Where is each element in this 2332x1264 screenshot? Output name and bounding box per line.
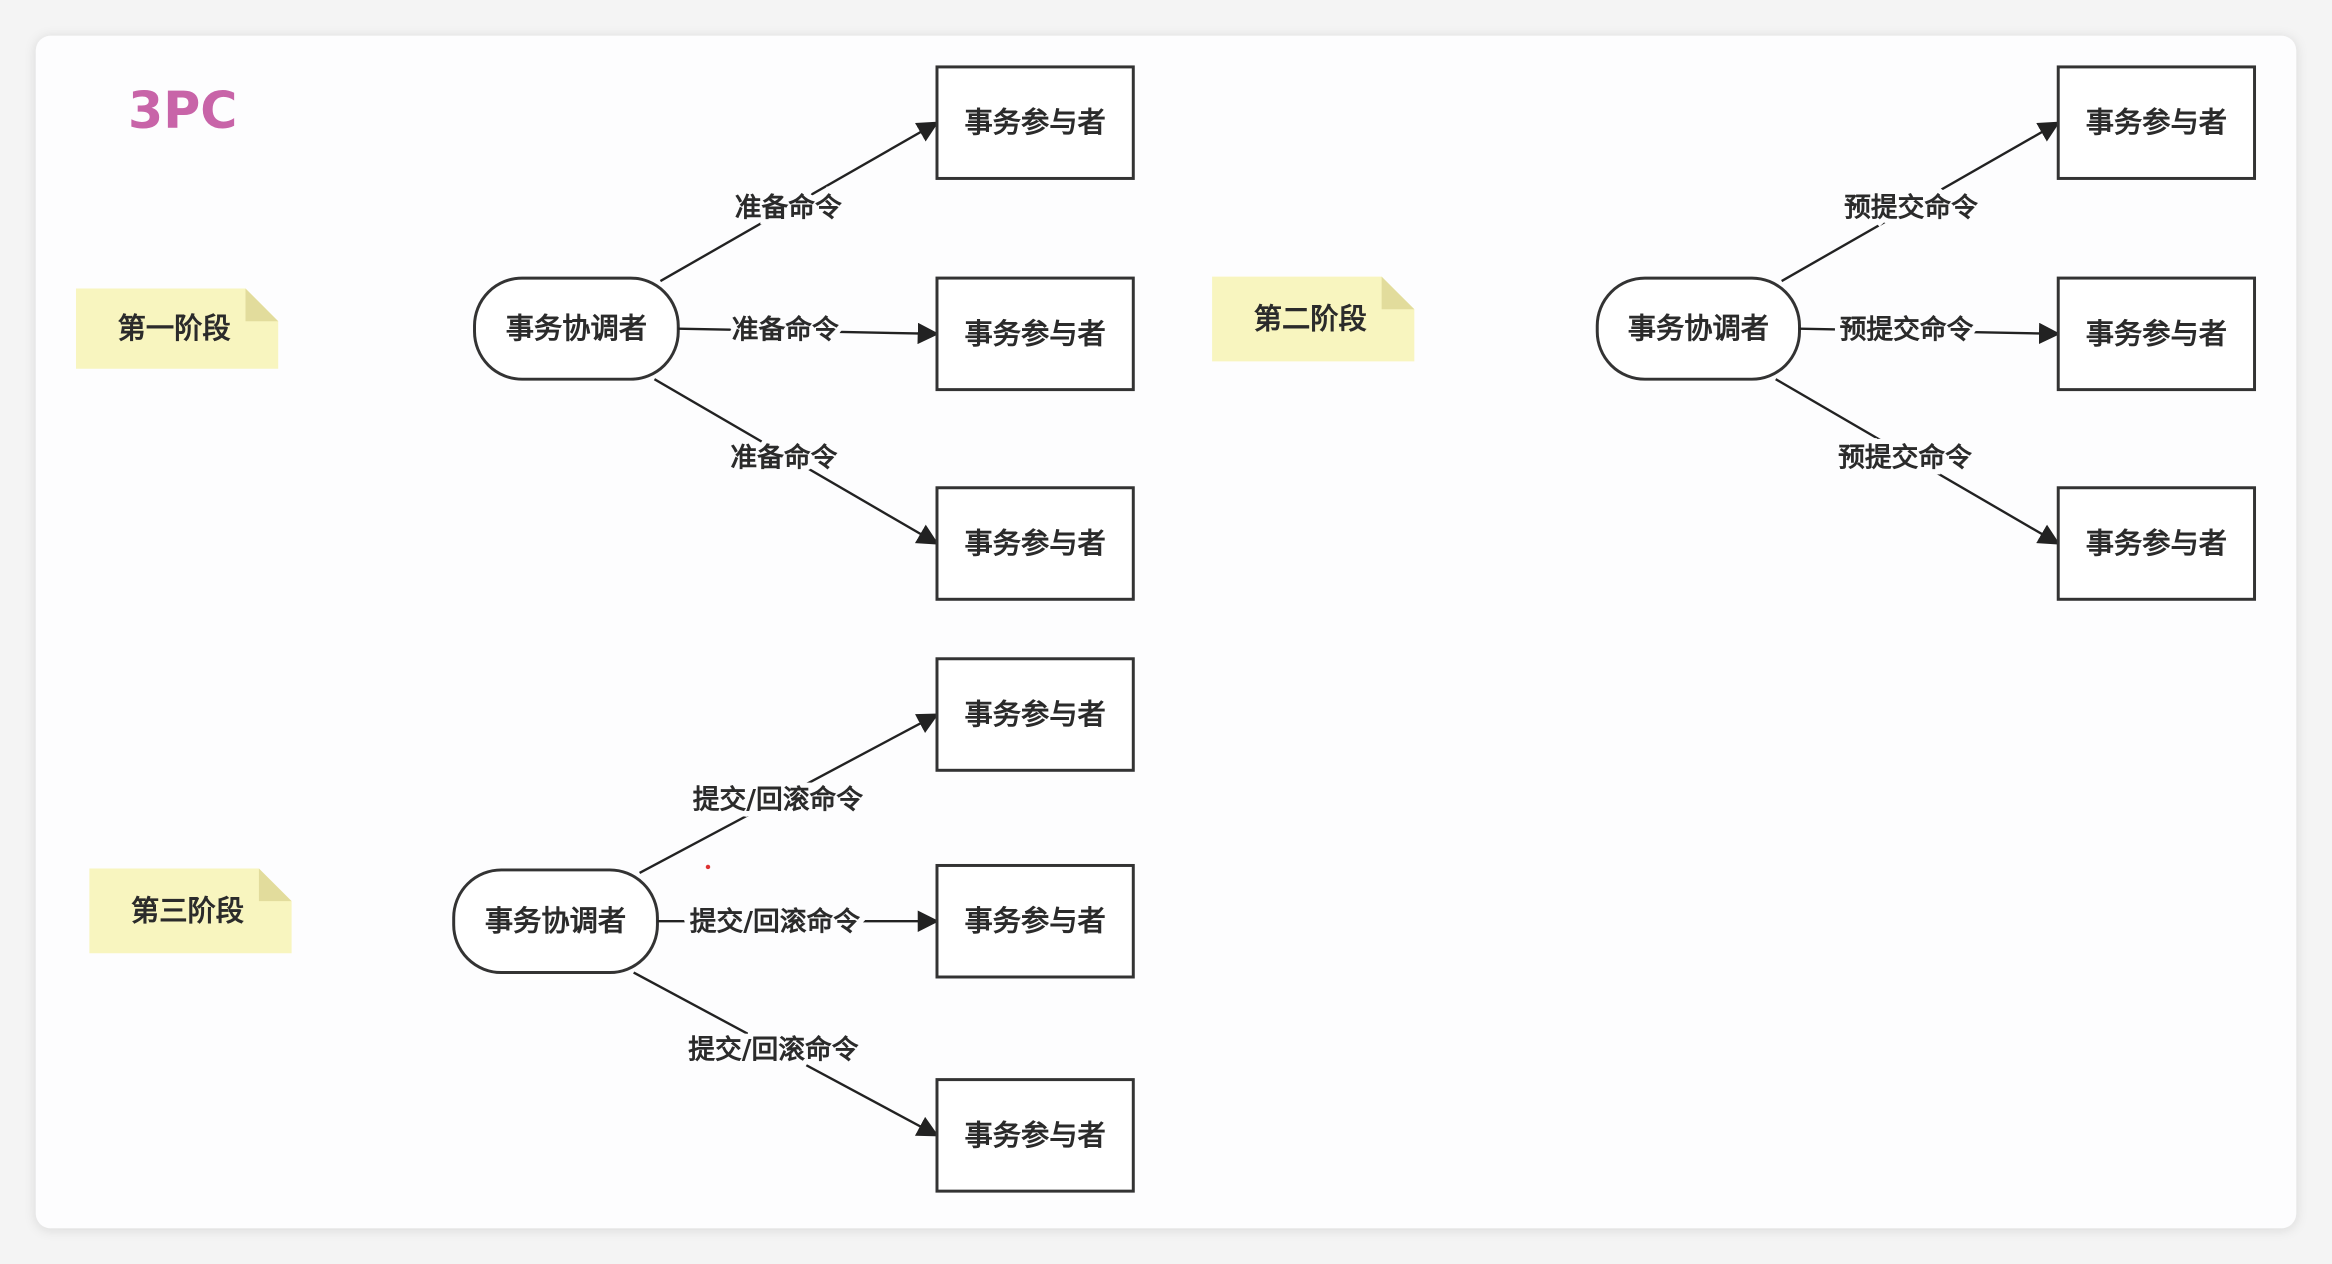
participant-label: 事务参与者 bbox=[965, 698, 1106, 731]
command-label: 提交/回滚命令 bbox=[693, 784, 864, 816]
command-arrow bbox=[659, 121, 939, 283]
participant-label: 事务参与者 bbox=[965, 1119, 1106, 1152]
phase-note-label: 第一阶段 bbox=[118, 312, 232, 345]
phase-note: 第一阶段 bbox=[75, 288, 279, 369]
command-label: 预提交命令 bbox=[1840, 314, 1974, 346]
phase-1: 第一阶段事务协调者准备命令事务参与者准备命令事务参与者准备命令事务参与者 bbox=[75, 65, 1135, 601]
participant-node: 事务参与者 bbox=[2056, 65, 2257, 180]
participant-node: 事务参与者 bbox=[935, 65, 1135, 180]
command-arrow bbox=[1781, 121, 2061, 283]
phase-note-label: 第二阶段 bbox=[1254, 302, 1368, 335]
coordinator-node: 事务协调者 bbox=[473, 276, 680, 381]
command-label: 准备命令 bbox=[735, 192, 842, 224]
pointer-dot bbox=[705, 864, 711, 870]
command-arrow bbox=[639, 713, 939, 874]
coordinator-label: 事务协调者 bbox=[506, 312, 647, 345]
command-arrow bbox=[633, 971, 939, 1137]
phase-3: 第三阶段事务协调者提交/回滚命令事务参与者提交/回滚命令事务参与者提交/回滚命令… bbox=[89, 657, 1135, 1193]
command-label: 提交/回滚命令 bbox=[690, 905, 861, 937]
participant-node: 事务参与者 bbox=[2056, 486, 2257, 601]
participant-node: 事务参与者 bbox=[2056, 276, 2257, 392]
phase-2: 第二阶段事务协调者预提交命令事务参与者预提交命令事务参与者预提交命令事务参与者 bbox=[1212, 65, 2257, 601]
participant-label: 事务参与者 bbox=[2086, 106, 2227, 139]
phase-note: 第二阶段 bbox=[1212, 276, 1415, 362]
command-label: 预提交命令 bbox=[1838, 442, 1972, 474]
coordinator-node: 事务协调者 bbox=[452, 868, 659, 975]
participant-label: 事务参与者 bbox=[2086, 527, 2227, 560]
participant-node: 事务参与者 bbox=[935, 276, 1135, 392]
participant-label: 事务参与者 bbox=[965, 527, 1106, 560]
command-label: 准备命令 bbox=[732, 314, 839, 346]
coordinator-label: 事务协调者 bbox=[1628, 312, 1769, 345]
command-arrow bbox=[1799, 322, 2061, 345]
command-label: 提交/回滚命令 bbox=[688, 1033, 859, 1065]
participant-node: 事务参与者 bbox=[935, 486, 1135, 601]
coordinator-label: 事务协调者 bbox=[485, 905, 626, 938]
participant-node: 事务参与者 bbox=[935, 657, 1135, 772]
command-label: 准备命令 bbox=[730, 442, 837, 474]
slide-title: 3PC bbox=[128, 81, 237, 140]
participant-node: 事务参与者 bbox=[935, 863, 1135, 979]
participant-label: 事务参与者 bbox=[965, 317, 1106, 350]
command-arrow bbox=[678, 322, 940, 345]
command-arrow bbox=[1775, 378, 2061, 545]
phase-note-label: 第三阶段 bbox=[131, 894, 245, 927]
participant-node: 事务参与者 bbox=[935, 1078, 1135, 1193]
command-label: 预提交命令 bbox=[1844, 192, 1978, 224]
command-arrow bbox=[653, 378, 939, 545]
participant-label: 事务参与者 bbox=[965, 905, 1106, 938]
participant-label: 事务参与者 bbox=[2086, 317, 2227, 350]
coordinator-node: 事务协调者 bbox=[1595, 276, 1801, 381]
phase-note: 第三阶段 bbox=[89, 868, 292, 954]
participant-label: 事务参与者 bbox=[965, 106, 1106, 139]
